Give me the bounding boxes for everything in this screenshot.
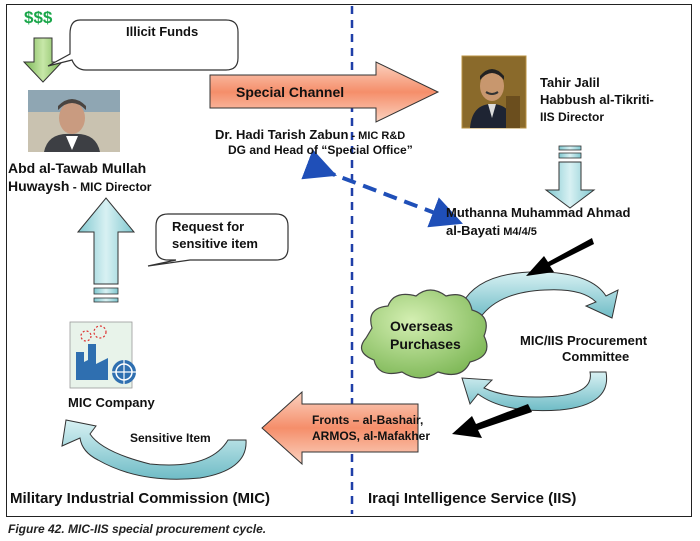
sensitive-item-label: Sensitive Item: [130, 431, 211, 445]
up-arrow-stripe: [93, 287, 119, 295]
request-line2: sensitive item: [172, 236, 258, 251]
overseas-line1: Overseas: [390, 318, 454, 334]
up-arrow-stripe: [93, 297, 119, 303]
muthanna-code: M4/4/5: [500, 226, 537, 238]
black-return-arrow: [452, 404, 532, 438]
huwaysh-name-line1: Abd al-Tawab Mullah: [8, 160, 147, 176]
iis-down-arrow: [544, 161, 596, 209]
dollars-label: $$$: [24, 8, 53, 27]
overseas-cloud: [360, 289, 488, 379]
muthanna-name: al-Bayati: [446, 223, 501, 238]
funds-down-arrow: [22, 37, 64, 83]
huwaysh-name-line2: Huwaysh - MIC Director: [8, 178, 151, 195]
cycle-curve-arrow-top: [461, 271, 619, 319]
hadi-line1: Dr. Hadi Tarish Zabun - MIC R&D: [215, 127, 406, 143]
liaison-dashed-arrow: [301, 149, 463, 228]
special-channel-label: Special Channel: [236, 84, 345, 100]
tahir-line1: Tahir Jalil: [540, 75, 600, 90]
sensitive-item-curve-arrow: [61, 419, 247, 480]
huwaysh-role: - MIC Director: [69, 180, 152, 194]
hadi-role: - MIC R&D: [348, 130, 406, 142]
black-pointer-arrow: [526, 238, 594, 276]
huwaysh-surname: Huwaysh: [8, 178, 70, 194]
illicit-funds-label: Illicit Funds: [126, 24, 199, 39]
request-line1: Request for: [172, 219, 245, 234]
committee-line2: Committee: [562, 349, 630, 364]
hadi-name: Dr. Hadi Tarish Zabun: [215, 127, 349, 142]
fronts-line1: Fronts – al-Bashair,: [312, 413, 424, 427]
cycle-curve-arrow-right: [461, 371, 608, 412]
mic-company-icon: [69, 321, 136, 389]
tahir-photo: [461, 55, 527, 129]
tahir-line3: IIS Director: [540, 110, 605, 124]
hadi-line2: DG and Head of “Special Office”: [228, 143, 413, 157]
muthanna-line2: al-Bayati M4/4/5: [446, 223, 537, 239]
fronts-line2: ARMOS, al-Mafakher: [312, 429, 431, 443]
footer-iis-label: Iraqi Intelligence Service (IIS): [368, 490, 577, 507]
request-bubble: [147, 213, 289, 267]
illicit-funds-bubble: [47, 19, 239, 71]
huwaysh-photo: [28, 90, 120, 152]
mic-company-label: MIC Company: [68, 395, 155, 410]
figure-caption: Figure 42. MIC-IIS special procurement c…: [8, 522, 267, 536]
fronts-left-arrow: [261, 390, 419, 466]
down-arrow-stripe: [558, 145, 582, 151]
special-channel-arrow: [209, 61, 440, 123]
down-arrow-stripe: [558, 152, 582, 159]
committee-line1: MIC/IIS Procurement: [520, 333, 648, 348]
muthanna-line1: Muthanna Muhammad Ahmad: [446, 205, 631, 220]
footer-mic-label: Military Industrial Commission (MIC): [10, 490, 271, 507]
request-up-arrow: [76, 197, 136, 285]
overseas-line2: Purchases: [390, 336, 461, 352]
tahir-line2: Habbush al-Tikriti-: [540, 92, 654, 107]
